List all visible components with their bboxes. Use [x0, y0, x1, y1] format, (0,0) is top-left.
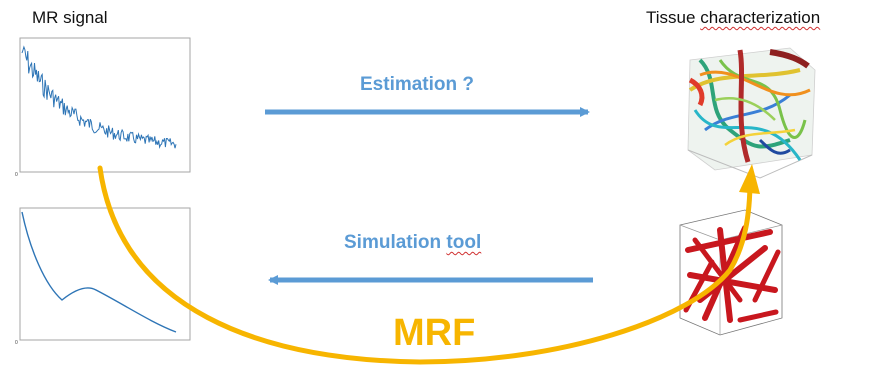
simulated-signal-curve [21, 211, 177, 333]
simulated-signal-plot: 0 [15, 207, 191, 346]
simulation-tool-label: Simulation tool [344, 232, 481, 254]
noisy-signal-plot: 0 [15, 37, 191, 178]
mr-signal-title: MR signal [32, 8, 108, 27]
noisy-signal-curve [21, 45, 177, 149]
simulated-plot-zero-tick: 0 [15, 340, 18, 346]
tissue-characterization-title: Tissue characterization [646, 8, 820, 28]
estimation-label: Estimation ? [360, 74, 475, 95]
mrf-curve [97, 165, 753, 365]
vascular-network-image [687, 47, 816, 179]
noisy-plot-frame [19, 37, 191, 173]
mrf-curve-arrowhead [739, 164, 760, 194]
tissue-word: Tissue [646, 8, 696, 27]
mrf-label: MRF [393, 312, 476, 354]
tool-word: tool [446, 232, 482, 253]
noisy-plot-zero-tick: 0 [15, 172, 18, 178]
characterization-word: characterization [700, 8, 821, 27]
simulated-plot-frame [19, 207, 191, 341]
simulation-word: Simulation [344, 232, 442, 253]
